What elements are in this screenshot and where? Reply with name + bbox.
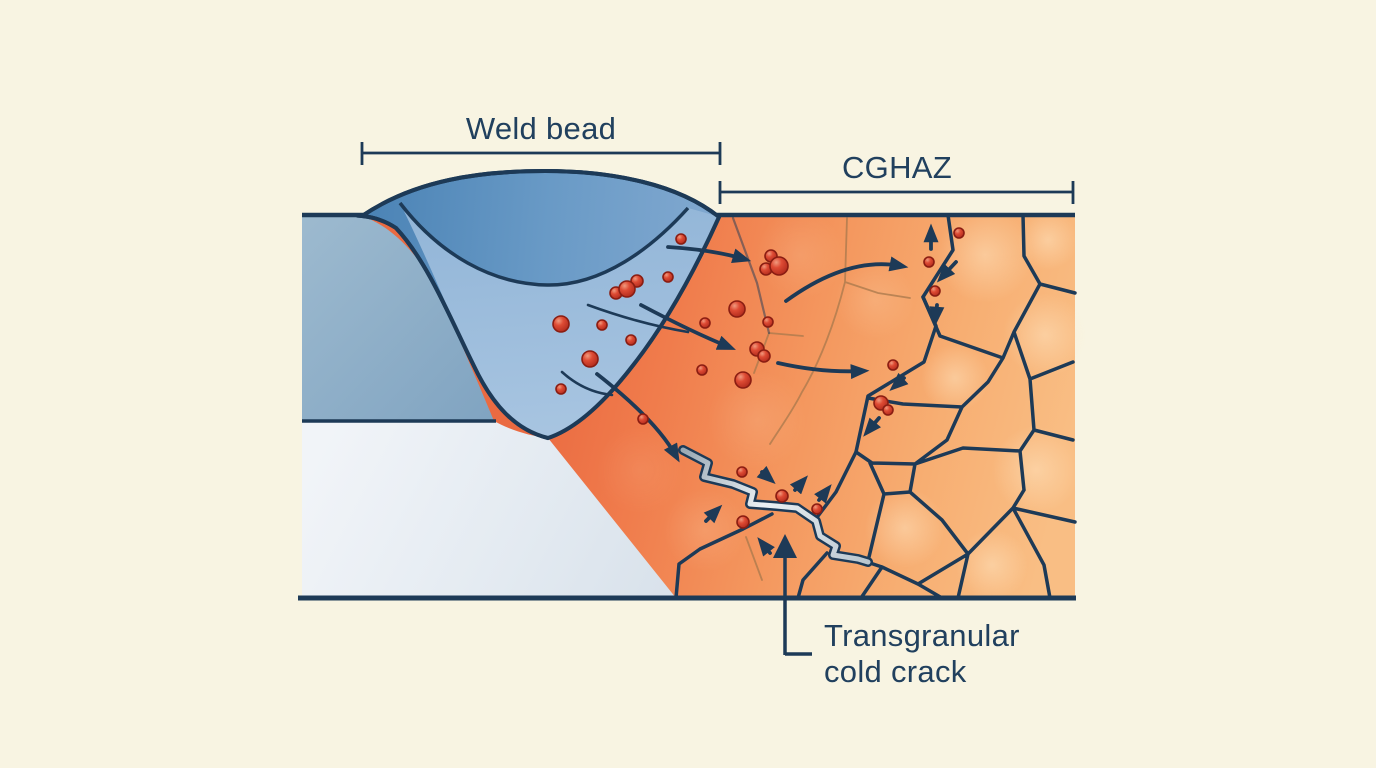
- hydrogen-atom: [757, 349, 771, 363]
- hydrogen-atom: [736, 515, 750, 529]
- cold-crack-fill: [680, 447, 871, 565]
- hydrogen-atom: [696, 364, 708, 376]
- hydrogen-atom: [625, 334, 637, 346]
- weld-bead-label: Weld bead: [466, 111, 616, 146]
- hydrogen-atom: [596, 319, 608, 331]
- cold-crack: [678, 445, 873, 567]
- hydrogen-atom: [762, 316, 774, 328]
- cghaz-label: CGHAZ: [842, 150, 952, 185]
- hydrogen-atom: [953, 227, 965, 239]
- hydrogen-atom: [728, 300, 746, 318]
- hydrogen-atom: [887, 359, 899, 371]
- hydrogen-atom: [675, 233, 687, 245]
- base-metal-upper-band: [302, 216, 494, 421]
- crack-label-line1: Transgranular: [824, 618, 1020, 653]
- diffusion-arrow: [776, 361, 870, 380]
- diffusion-arrow: [889, 372, 909, 391]
- cghaz-dimension: [718, 181, 1075, 204]
- diffusion-arrow: [757, 537, 775, 557]
- weld-bead-solidification-lines: [560, 303, 690, 397]
- diffusion-arrow: [929, 303, 945, 326]
- diffusion-arrow: [639, 303, 736, 350]
- hydrogen-atom: [775, 489, 789, 503]
- hydrogen-atom: [637, 413, 649, 425]
- weld-bead-dimension: [360, 142, 722, 165]
- fine-grain-boundaries: [731, 216, 911, 581]
- diffusion-arrow: [756, 465, 776, 484]
- hydrogen-atom: [769, 256, 789, 276]
- hydrogen-atom: [882, 404, 894, 416]
- crack-leader-arrowhead: [773, 534, 797, 558]
- hydrogen-atom: [699, 317, 711, 329]
- hydrogen-atom: [552, 315, 570, 333]
- hydrogen-atom: [618, 280, 636, 298]
- base-metal-lower-region: [302, 421, 676, 598]
- hydrogen-atom: [734, 371, 752, 389]
- hydrogen-atom: [662, 271, 674, 283]
- crack-leader: [773, 534, 812, 656]
- weld-bead-fusion-curve: [398, 201, 690, 287]
- diffusion-arrow: [936, 260, 958, 283]
- hydrogen-atom: [923, 256, 935, 268]
- diffusion-arrow: [703, 504, 723, 524]
- diffusion-arrow: [863, 416, 881, 437]
- hydrogen-atom: [581, 350, 599, 368]
- diffusion-arrow: [666, 245, 752, 263]
- hydrogen-atom: [929, 285, 941, 297]
- hydrogen-atom: [736, 466, 748, 478]
- crack-label-line2: cold crack: [824, 654, 967, 689]
- weld-bead-outline-top: [356, 168, 722, 441]
- diffusion-arrow: [814, 484, 832, 504]
- grain-boundary-mesh: [674, 213, 1077, 600]
- hydrogen-atom: [555, 383, 567, 395]
- diffusion-arrow: [789, 475, 808, 495]
- diffusion-arrow: [784, 256, 909, 303]
- hydrogen-atoms: [552, 227, 965, 529]
- hydrogen-atom: [811, 503, 823, 515]
